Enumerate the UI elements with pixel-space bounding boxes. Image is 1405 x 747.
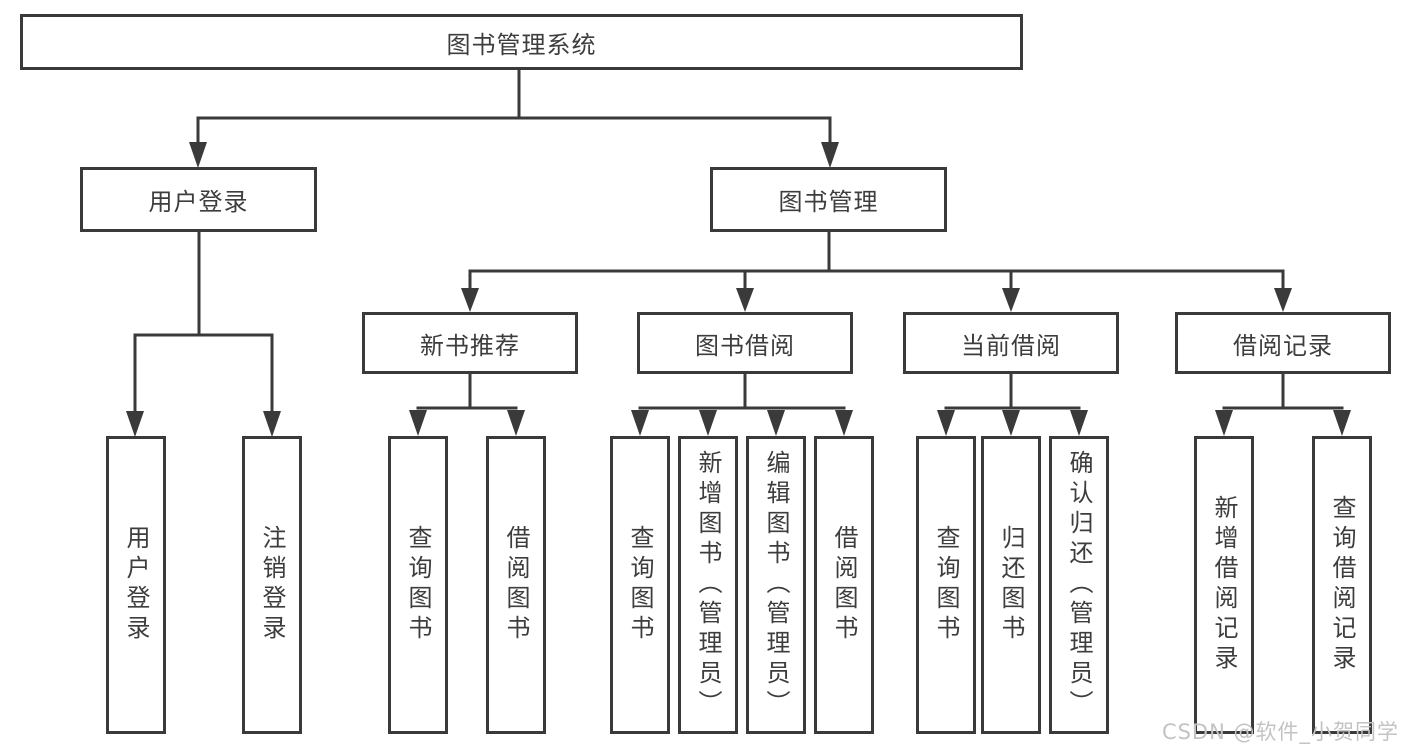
leaf-query-books-borrow-label: 查询图书 (626, 525, 654, 645)
node-current-borrowing-label: 当前借阅 (961, 331, 1061, 360)
leaf-add-borrow-record: 新增借阅记录 (1194, 436, 1254, 734)
leaf-query-books-borrow: 查询图书 (610, 436, 670, 734)
leaf-logout: 注销登录 (242, 436, 302, 734)
leaf-borrow-books-borrow: 借阅图书 (814, 436, 874, 734)
leaf-query-books-current-label: 查询图书 (932, 525, 960, 645)
node-book-management: 图书管理 (710, 167, 947, 232)
leaf-return-books-label: 归还图书 (997, 525, 1025, 645)
leaf-user-login: 用户登录 (106, 436, 166, 734)
leaf-query-books-newbooks: 查询图书 (388, 436, 448, 734)
node-borrow-records: 借阅记录 (1175, 312, 1391, 374)
node-user-login: 用户登录 (80, 167, 317, 232)
node-library-system-label: 图书管理系统 (446, 30, 597, 59)
leaf-add-book-admin: 新增图书（管理员） (678, 436, 738, 734)
leaf-query-books-current: 查询图书 (916, 436, 976, 734)
node-new-book-recommend: 新书推荐 (362, 312, 578, 374)
leaf-logout-label: 注销登录 (258, 525, 286, 645)
leaf-query-borrow-record-label: 查询借阅记录 (1328, 495, 1356, 675)
leaf-borrow-books-newbooks-label: 借阅图书 (502, 525, 530, 645)
leaf-query-books-newbooks-label: 查询图书 (404, 525, 432, 645)
leaf-borrow-books-newbooks: 借阅图书 (486, 436, 546, 734)
leaf-borrow-books-borrow-label: 借阅图书 (830, 525, 858, 645)
leaf-confirm-return-admin: 确认归还（管理员） (1049, 436, 1109, 734)
leaf-confirm-return-admin-label: 确认归还（管理员） (1065, 450, 1093, 720)
node-library-system: 图书管理系统 (20, 14, 1023, 70)
leaf-query-borrow-record: 查询借阅记录 (1312, 436, 1372, 734)
leaf-add-book-admin-label: 新增图书（管理员） (694, 450, 722, 720)
node-user-login-label: 用户登录 (148, 188, 249, 216)
leaf-edit-book-admin: 编辑图书（管理员） (746, 436, 806, 734)
leaf-add-borrow-record-label: 新增借阅记录 (1210, 495, 1238, 675)
csdn-watermark: CSDN @软件_小贺同学 (1161, 720, 1399, 744)
node-current-borrowing: 当前借阅 (903, 312, 1119, 374)
node-new-book-recommend-label: 新书推荐 (420, 331, 520, 360)
leaf-edit-book-admin-label: 编辑图书（管理员） (762, 450, 790, 720)
node-book-borrowing: 图书借阅 (637, 312, 853, 374)
leaf-return-books: 归还图书 (981, 436, 1041, 734)
node-book-borrowing-label: 图书借阅 (695, 331, 795, 360)
node-borrow-records-label: 借阅记录 (1233, 331, 1333, 360)
node-book-management-label: 图书管理 (778, 188, 879, 216)
leaf-user-login-label: 用户登录 (122, 525, 150, 645)
